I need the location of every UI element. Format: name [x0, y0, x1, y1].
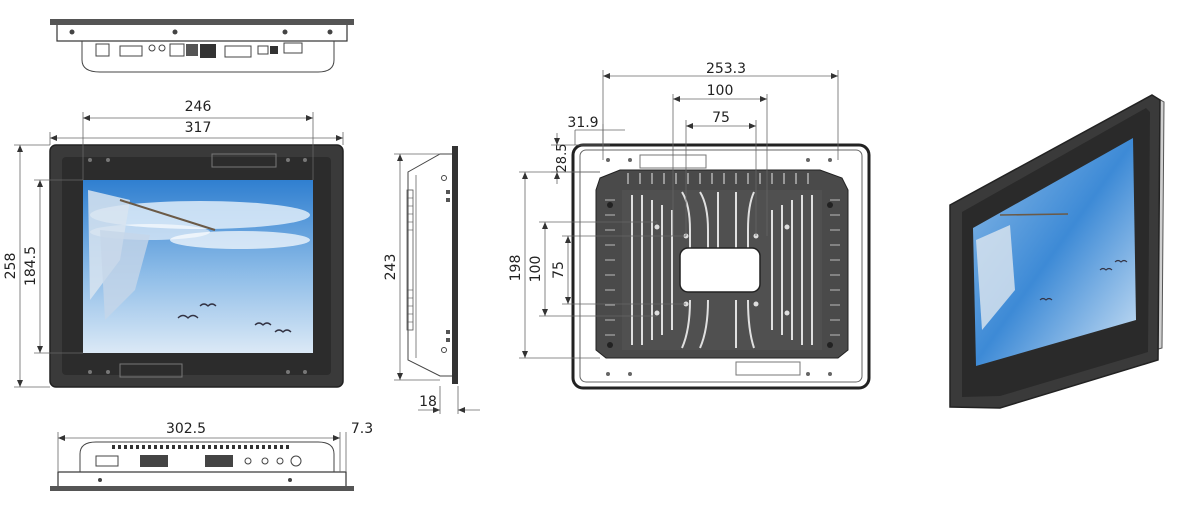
dim-317: 317: [185, 120, 212, 136]
dim-198: 198: [508, 255, 524, 282]
front-view: [49, 144, 344, 388]
dim-253-3: 253.3: [706, 61, 746, 77]
back-dimensions: 253.3 100 75 31.9 28.5 198 100 75: [508, 61, 839, 359]
dim-184-5: 184.5: [23, 246, 39, 286]
bottom-view: 302.5 7.3: [50, 421, 373, 491]
top-view: [50, 19, 354, 73]
dim-28-5: 28.5: [555, 144, 570, 173]
dim-258: 258: [3, 253, 19, 280]
dim-18: 18: [419, 394, 437, 410]
front-dimensions: 246 317 258 184.5: [3, 99, 344, 388]
dim-246: 246: [185, 99, 212, 115]
dim-243: 243: [383, 254, 399, 281]
dim-100-h: 100: [707, 83, 734, 99]
center-cutout: [679, 247, 761, 293]
dim-75-h: 75: [712, 110, 730, 126]
dim-100-v: 100: [528, 256, 544, 283]
dim-31-9: 31.9: [567, 115, 598, 131]
side-view: 243 18: [383, 146, 480, 414]
dim-7-3: 7.3: [351, 421, 373, 437]
perspective-view: [949, 94, 1165, 409]
perspective-screen: [973, 138, 1136, 366]
dim-75-v: 75: [551, 261, 567, 279]
dim-302-5: 302.5: [166, 421, 206, 437]
back-view: [571, 143, 871, 390]
